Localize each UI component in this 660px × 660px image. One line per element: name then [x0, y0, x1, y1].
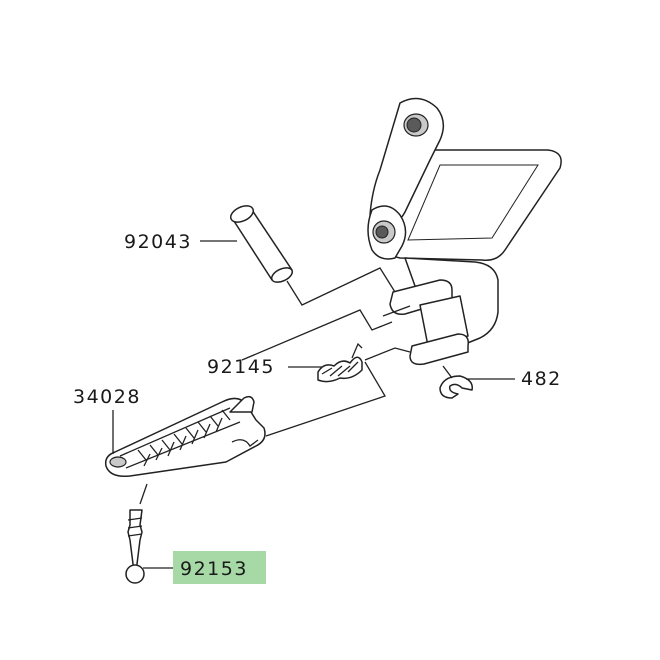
part-label-92145[interactable]: 92145	[207, 356, 275, 378]
washer-482	[439, 375, 473, 399]
part-label-34028[interactable]: 34028	[73, 386, 141, 408]
part-label-92153[interactable]: 92153	[180, 558, 248, 580]
washer-guide-line	[442, 365, 453, 379]
part-label-92043[interactable]: 92043	[124, 231, 192, 253]
pin-guide-line-2	[382, 305, 411, 317]
spring-guide-line	[241, 309, 393, 361]
part-label-highlight	[173, 551, 266, 584]
pin-92153	[125, 509, 145, 584]
footpeg-guide-line	[265, 361, 386, 437]
spring-guide-line-2	[364, 347, 411, 361]
footrest-bracket	[367, 97, 562, 366]
pin-92043	[229, 205, 294, 283]
pin-guide-line	[286, 267, 396, 306]
part-label-482[interactable]: 482	[521, 368, 562, 390]
spring-92145	[317, 342, 363, 383]
bolt-guide-line	[139, 483, 148, 505]
footpeg-34028	[104, 395, 266, 478]
